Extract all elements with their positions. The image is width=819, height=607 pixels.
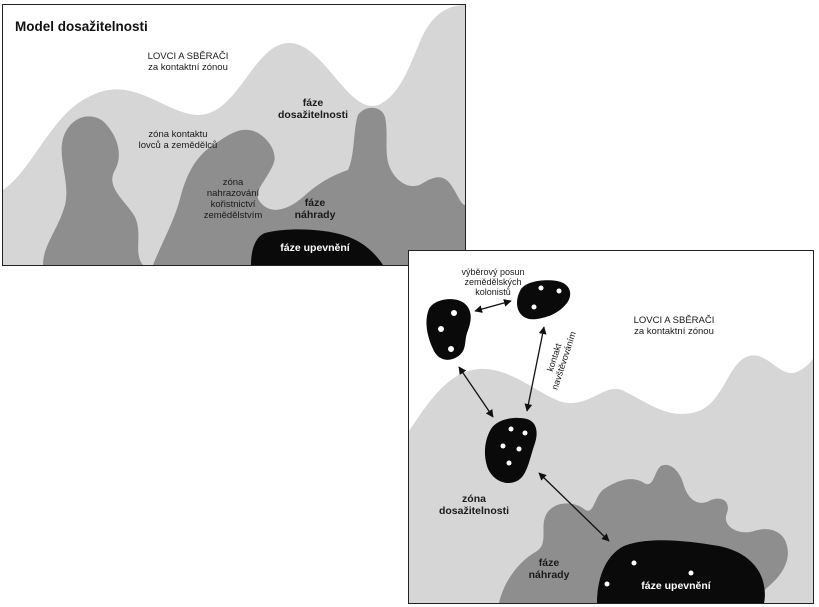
- availability-phase-line2: dosažitelnosti: [277, 109, 348, 121]
- shift-arrow: [474, 299, 512, 313]
- hunters-label-line1: LOVCI A SBĚRAČI: [633, 315, 715, 326]
- middle-to-consolidation-arrow: [538, 472, 610, 542]
- settler-dot: [556, 288, 562, 294]
- settler-dot: [531, 304, 537, 310]
- replacement-zone-line1: zóna: [222, 177, 244, 188]
- replacement-zone-label: zóna nahrazování kořistnictví zemědělstv…: [188, 177, 278, 221]
- settler-dot: [522, 430, 528, 436]
- colonist-group-left-shape: [426, 299, 471, 360]
- hunters-label: LOVCI A SBĚRAČI za kontaktní zónou: [609, 315, 739, 337]
- availability-phase-line1: fáze: [302, 97, 324, 109]
- settler-dot: [688, 570, 694, 576]
- replacement-zone-line3: kořistnictví: [210, 199, 256, 210]
- panel-2-shapes: [409, 280, 813, 603]
- availability-phase-label: fáze dosažitelnosti: [258, 97, 368, 121]
- selective-shift-line3: kolonistů: [475, 287, 511, 297]
- settler-dot: [516, 446, 522, 452]
- visit-contact-arrow: [524, 326, 547, 412]
- settler-dot: [438, 326, 444, 332]
- replacement-zone-line2: nahrazování: [206, 188, 260, 199]
- settler-dot: [508, 426, 514, 432]
- panel-1-shapes: [3, 5, 465, 265]
- contact-zone-label: zóna kontaktu lovců a zemědělců: [123, 129, 233, 151]
- replacement-phase-label: fáze náhrady: [521, 557, 577, 581]
- diagram-panel-detail: výběrový posun zemědělských kolonistů ko…: [408, 250, 814, 604]
- availability-zone-line1: zóna: [462, 493, 486, 505]
- replacement-phase-label: fáze náhrady: [280, 197, 350, 221]
- consolidation-zone-shape: [251, 229, 383, 265]
- hunters-label-line1: LOVCI A SBĚRAČI: [147, 51, 229, 62]
- replacement-phase-line2: náhrady: [528, 569, 570, 581]
- left-to-middle-arrow: [458, 366, 494, 418]
- replacement-phase-line1: fáze: [538, 557, 560, 569]
- settler-dot: [500, 443, 506, 449]
- contact-zone-line1: zóna kontaktu: [148, 129, 208, 140]
- selective-shift-line1: výběrový posun: [461, 267, 525, 277]
- replacement-zone-line4: zemědělstvím: [203, 210, 263, 221]
- consolidation-zone-shape: [597, 540, 765, 603]
- hunters-label: LOVCI A SBĚRAČI za kontaktní zónou: [123, 51, 253, 73]
- settler-dot: [448, 346, 454, 352]
- diagram-title: Model dosažitelnosti: [15, 19, 148, 34]
- availability-zone-line2: dosažitelnosti: [438, 505, 509, 517]
- replacement-phase-line1: fáze: [304, 197, 326, 209]
- settler-dot: [631, 560, 637, 566]
- consolidation-phase-label: fáze upevnění: [280, 242, 350, 254]
- replacement-phase-line2: náhrady: [294, 209, 336, 221]
- settler-dot: [538, 285, 544, 291]
- settler-dot: [604, 581, 610, 587]
- consolidation-phase-label: fáze upevnění: [641, 580, 711, 592]
- contact-zone-line2: lovců a zemědělců: [138, 140, 218, 151]
- settler-dot: [506, 460, 512, 466]
- hunters-label-line2: za kontaktní zónou: [634, 326, 714, 337]
- hunters-label-line2: za kontaktní zónou: [148, 62, 228, 73]
- selective-shift-label: výběrový posun zemědělských kolonistů: [443, 267, 543, 297]
- selective-shift-line2: zemědělských: [464, 277, 522, 287]
- settler-dot: [451, 310, 457, 316]
- availability-zone-label: zóna dosažitelnosti: [424, 493, 524, 517]
- mid-zone-shape: [43, 107, 465, 265]
- diagram-panel-availability-model: Model dosažitelnosti LOVCI A SBĚRAČI za …: [2, 4, 466, 266]
